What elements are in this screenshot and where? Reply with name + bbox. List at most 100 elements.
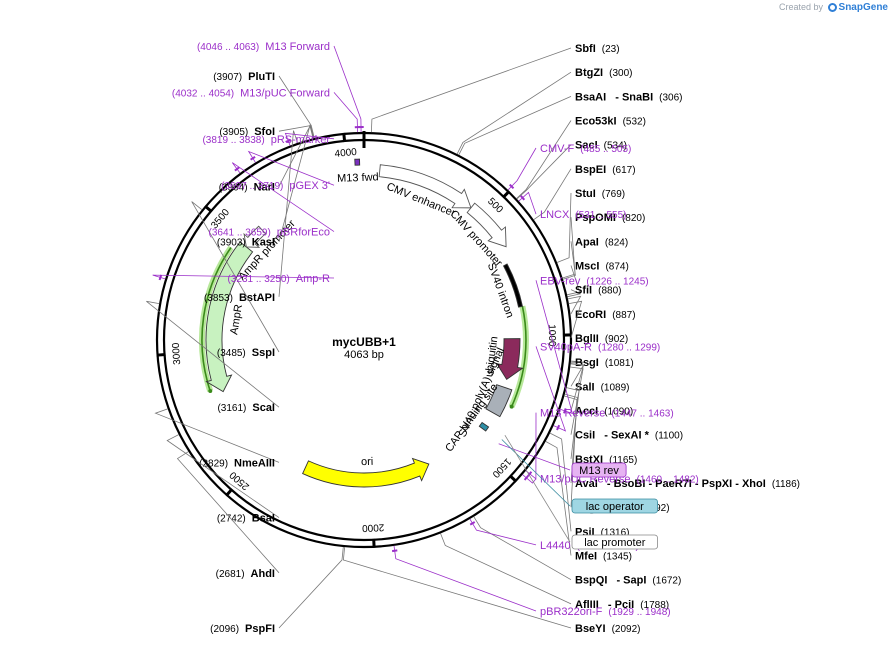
- site-apai[interactable]: ApaI(824): [562, 236, 628, 280]
- orf-end-1: [208, 389, 213, 394]
- site-sbfi[interactable]: SbfI(23): [371, 43, 620, 133]
- primer-pbr322ori-f[interactable]: pBR322ori-F(1929 .. 1948): [391, 545, 671, 618]
- site-bspei[interactable]: BspEI(617): [533, 164, 636, 221]
- site-label-afliii: AflIII - PciI(1788): [575, 599, 669, 611]
- primer-mark: [527, 471, 533, 477]
- site-bsaai[interactable]: BsaAI - SnaBI(306): [458, 91, 683, 156]
- label-name: PspOMI: [575, 212, 616, 224]
- site-csii[interactable]: CsiI - SexAI *(1100): [570, 366, 683, 442]
- label-pos: (3231 .. 3250): [228, 274, 290, 285]
- site-eco53ki[interactable]: Eco53kI(532): [516, 116, 646, 199]
- site-afliii[interactable]: AflIII - PciI(1788): [440, 533, 670, 611]
- label-pos: (1226 .. 1245): [586, 276, 648, 287]
- label-pos: (2092): [612, 624, 641, 635]
- site-sspi[interactable]: (3485)SspI: [191, 201, 280, 359]
- label-name: BspEI: [575, 164, 606, 176]
- primer-lncx[interactable]: LNCX(531 .. 555): [518, 191, 627, 221]
- site-ecori[interactable]: EcoRI(887): [567, 295, 636, 321]
- site-label-acci: AccI(1090): [575, 406, 633, 418]
- site-sfii[interactable]: SfiI(880): [567, 285, 621, 298]
- feature-shape-cmv-promoter: [466, 202, 507, 248]
- primer-m13-forward[interactable]: (4046 .. 4063)M13 Forward: [197, 41, 364, 133]
- snapgene-logo-icon: [827, 3, 837, 12]
- primer-prs-marker[interactable]: (3819 .. 3838)pRS-marker: [202, 132, 335, 146]
- site-bglii[interactable]: BglII(902): [568, 300, 628, 345]
- site-label-scai: (3161)ScaI: [217, 402, 275, 414]
- label-name: pBRforEco: [277, 227, 330, 239]
- label-name: CMV-F: [540, 143, 575, 155]
- plasmid-size: 4063 bp: [344, 349, 384, 361]
- site-saci[interactable]: SacI(534): [516, 140, 627, 200]
- feature-shape-ori: [302, 457, 430, 488]
- boxed-label-lac-promoter[interactable]: lac promoter: [504, 434, 658, 550]
- primer-amp-r[interactable]: (3231 .. 3250)Amp-R: [152, 273, 335, 285]
- site-label-sfoi: (3905)SfoI: [219, 126, 275, 138]
- primer-sv40pa-r[interactable]: SV40pA-R(1280 .. 1299): [535, 341, 660, 432]
- primer-pbrforeco[interactable]: (3641 .. 3659) pBRforEco: [209, 162, 335, 239]
- primer-ebv-rev[interactable]: EBV-rev(1226 .. 1245): [535, 275, 649, 415]
- center-label: mycUBB+1 4063 bp: [332, 335, 396, 361]
- label-pos: (1460 .. 1482): [636, 475, 698, 486]
- feature-label-ubiquitin: ubiquitin: [483, 336, 500, 378]
- site-nmeaiii[interactable]: (2829)NmeAIII: [154, 408, 280, 470]
- boxed-label-lac-operator[interactable]: lac operator: [501, 439, 658, 514]
- site-ahdi[interactable]: (2681)AhdI: [176, 451, 280, 580]
- primer-label-pbrforeco: (3641 .. 3659) pBRforEco: [209, 227, 330, 239]
- leader-line: [231, 162, 335, 232]
- label-name: SfiI: [575, 285, 592, 297]
- site-avai[interactable]: AvaI - BsoBI - PaeR7I - PspXI - XhoI(118…: [564, 393, 800, 490]
- leader-line: [545, 441, 572, 556]
- label-name: AflIII: [575, 599, 599, 611]
- label-name: MfeI: [575, 551, 597, 563]
- tick-label-3000: 3000: [171, 342, 184, 365]
- orf-arc-1: [201, 247, 232, 392]
- label-name: CsiI: [575, 430, 595, 442]
- leader-line: [166, 434, 280, 518]
- feature-shape-sv40-poly-a-signal: [485, 384, 513, 418]
- leader-line: [440, 533, 572, 605]
- label-pos: (2829): [199, 458, 228, 469]
- label-name: MscI: [575, 261, 599, 273]
- primer-label-cmv-f: CMV-F(485 .. 505): [540, 143, 631, 155]
- primer-mark: [523, 475, 529, 481]
- credit-prefix: Created by: [778, 2, 824, 12]
- feature-label-sv40-intron: SV40 intron: [485, 261, 516, 319]
- site-label-pspfi: (2096)PspFI: [210, 623, 275, 635]
- site-mfei[interactable]: MfeI(1345): [545, 441, 632, 563]
- primer-mark: [563, 408, 567, 414]
- site-acci[interactable]: AccI(1090): [570, 363, 634, 418]
- site-label-bstapi: (3853)BstAPI: [204, 292, 275, 304]
- label-name: M13 Forward: [265, 41, 330, 53]
- site-pluti[interactable]: (3907)PluTI: [213, 71, 315, 139]
- label-extra: - SnaBI: [612, 91, 653, 103]
- site-label-pluti: (3907)PluTI: [213, 71, 275, 83]
- orf-end-0: [509, 404, 514, 409]
- label-pos: (820): [622, 213, 645, 224]
- site-bstapi[interactable]: (3853)BstAPI: [204, 130, 298, 304]
- site-msci[interactable]: MscI(874): [566, 261, 629, 296]
- label-extra: - BsoBI - PaeR7I - PspXI - XhoI: [604, 478, 766, 490]
- primer-label-pbr322ori-f: pBR322ori-F(1929 .. 1948): [540, 606, 671, 618]
- primer-cmv-f[interactable]: CMV-F(485 .. 505): [507, 143, 631, 191]
- leader-line: [516, 120, 572, 199]
- site-bseyi[interactable]: BseYI(2092): [342, 547, 641, 635]
- primer-m13-puc-forward[interactable]: (4032 .. 4054)M13/pUC Forward: [172, 87, 361, 133]
- site-stui[interactable]: StuI(769): [556, 188, 625, 263]
- primer-mark: [158, 274, 163, 281]
- site-pspfi[interactable]: (2096)PspFI: [210, 546, 344, 635]
- primer-label-ebv-rev: EBV-rev(1226 .. 1245): [540, 275, 649, 287]
- feature-ori: ori: [302, 456, 430, 488]
- label-pos: (3641 .. 3659): [209, 228, 271, 239]
- site-bsgi[interactable]: BsgI(1081): [570, 357, 634, 369]
- primer-label-m13-forward: (4046 .. 4063)M13 Forward: [197, 41, 330, 53]
- site-scai[interactable]: (3161)ScaI: [146, 300, 280, 414]
- site-bspqi[interactable]: BspQI - SapI(1672): [473, 516, 682, 587]
- label-name: KasI: [252, 237, 275, 249]
- site-btgzi[interactable]: BtgZI(300): [456, 67, 632, 155]
- primer-pgex-3[interactable]: (3697 .. 3719)pGEX 3': [221, 150, 335, 193]
- site-label-bglii: BglII(902): [575, 333, 628, 345]
- site-kasi[interactable]: (3903)KasI: [217, 124, 314, 249]
- leader-line: [504, 434, 571, 543]
- primer-m13-reverse[interactable]: M13 Reverse(1447 .. 1463): [525, 408, 674, 480]
- primer-label-m13-reverse: M13 Reverse(1447 .. 1463): [540, 408, 674, 420]
